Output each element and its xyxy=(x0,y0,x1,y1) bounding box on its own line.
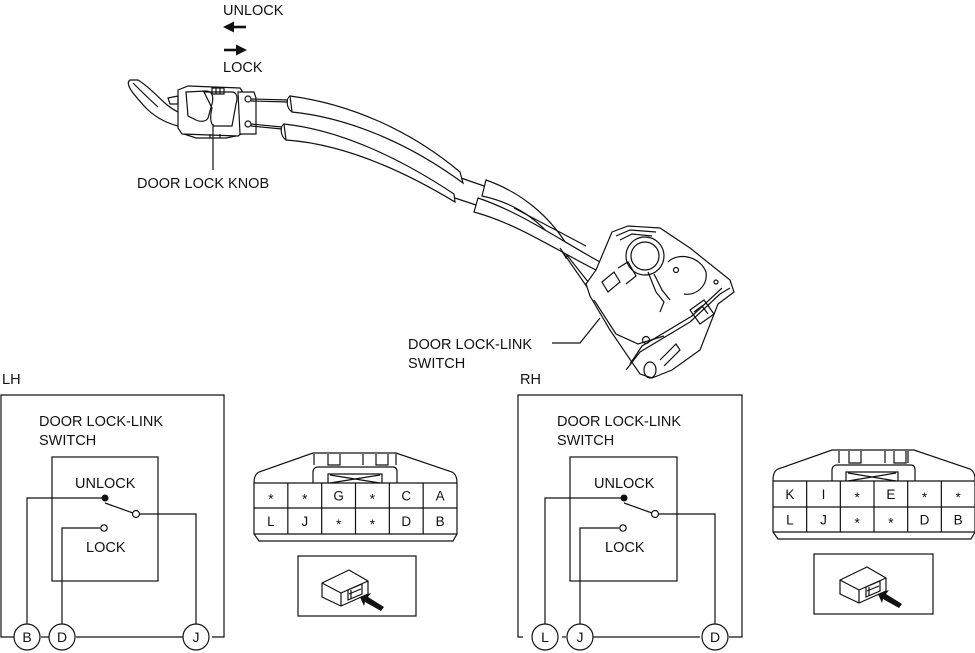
door-lock-link-switch-callout-line2: SWITCH xyxy=(408,356,465,372)
door-lock-cables xyxy=(280,95,605,303)
rh-connector-pin-unused: * xyxy=(922,490,928,505)
lh-lock-contact xyxy=(100,524,108,532)
rh-terminal-j: J xyxy=(566,623,594,651)
rh-connector-pin-unused: * xyxy=(888,516,894,531)
lh-switch-title-line2: SWITCH xyxy=(39,433,96,449)
lh-unlock-position-label: UNLOCK xyxy=(75,476,136,492)
lh-connector-pin-g: G xyxy=(333,489,344,504)
rh-common-contact xyxy=(650,509,660,519)
lh-switch-title-line1: DOOR LOCK-LINK xyxy=(39,414,163,430)
lh-connector-pin-unused: * xyxy=(370,492,376,507)
lh-connector-pin-unused: * xyxy=(268,492,274,507)
arrow-left-icon xyxy=(223,21,246,33)
rh-schematic: RH DOOR LOCK-LINK SWITCH UNLOCK LOCK L J… xyxy=(517,372,743,651)
rh-connector-face: K I * E * * L J * * D B xyxy=(772,449,975,540)
lock-direction-label: LOCK xyxy=(223,60,263,76)
rh-connector-pin-d: D xyxy=(920,513,930,528)
lh-terminal-b: B xyxy=(13,623,41,651)
lh-lock-position-label: LOCK xyxy=(86,540,126,556)
rh-unlock-position-label: UNLOCK xyxy=(594,476,655,492)
arrow-right-icon xyxy=(224,44,247,56)
lh-unlock-contact xyxy=(101,494,109,502)
rh-switch-inner-box xyxy=(569,456,678,582)
unlock-direction-label: UNLOCK xyxy=(223,3,284,19)
lh-switch-inner-box xyxy=(51,456,159,582)
lh-switch-outline xyxy=(0,394,225,638)
door-lock-illustration: UNLOCK LOCK xyxy=(127,3,735,379)
lh-connector-pin-unused: * xyxy=(302,492,308,507)
rh-connector-pin-k: K xyxy=(785,487,794,502)
rh-connector-view-box xyxy=(813,553,934,615)
rh-connector-pin-i: I xyxy=(822,487,826,502)
door-lock-actuator xyxy=(552,225,735,379)
svg-text:J: J xyxy=(577,629,584,645)
svg-text:L: L xyxy=(541,629,549,645)
svg-text:D: D xyxy=(57,629,67,645)
rh-lock-position-label: LOCK xyxy=(605,540,645,556)
lh-connector-pin-a: A xyxy=(436,489,445,504)
door-handle-assembly xyxy=(127,79,289,170)
lh-connector-view-box xyxy=(297,555,417,617)
rh-connector-pin-b: B xyxy=(954,513,963,528)
lh-connector-pin-b: B xyxy=(436,514,445,529)
rh-connector-pin-e: E xyxy=(886,487,895,502)
lh-terminal-d: D xyxy=(48,623,76,651)
lh-connector-pin-c: C xyxy=(401,489,411,504)
rh-switch-blade xyxy=(623,502,653,514)
rh-connector-pin-unused: * xyxy=(956,490,962,505)
lh-side-label: LH xyxy=(2,372,21,388)
rh-connector-pin-unused: * xyxy=(855,490,861,505)
rh-lock-contact xyxy=(619,524,627,532)
connector-front-view-arrow-icon xyxy=(839,566,902,608)
rh-terminal-d: D xyxy=(701,623,729,651)
svg-text:J: J xyxy=(193,629,200,645)
lh-common-contact xyxy=(131,509,141,519)
rh-switch-outline xyxy=(517,394,743,638)
rh-terminal-l: L xyxy=(531,623,559,651)
door-lock-link-switch-callout-line1: DOOR LOCK-LINK xyxy=(408,337,532,353)
door-lock-knob-callout: DOOR LOCK KNOB xyxy=(137,176,269,192)
lh-connector-pin-unused: * xyxy=(370,517,376,532)
rh-connector-pin-l: L xyxy=(786,513,794,528)
lh-connector-pin-d: D xyxy=(401,514,411,529)
lh-switch-blade xyxy=(104,502,134,514)
lh-connector-pin-unused: * xyxy=(336,517,342,532)
rh-switch-title-line2: SWITCH xyxy=(557,433,614,449)
connector-front-view-arrow-icon xyxy=(321,569,384,611)
lh-connector-pin-l: L xyxy=(267,514,275,529)
lh-terminal-j: J xyxy=(182,623,210,651)
rh-connector-pin-unused: * xyxy=(855,516,861,531)
lh-connector-pin-j: J xyxy=(301,514,308,529)
lh-connector-face: * * G * C A L J * * D B xyxy=(253,452,458,542)
rh-switch-title-line1: DOOR LOCK-LINK xyxy=(557,414,681,430)
rh-connector-pin-j: J xyxy=(820,513,827,528)
svg-text:B: B xyxy=(22,629,31,645)
lh-schematic: LH DOOR LOCK-LINK SWITCH UNLOCK LOCK B D xyxy=(0,372,225,651)
svg-text:D: D xyxy=(710,629,720,645)
rh-side-label: RH xyxy=(520,372,541,388)
rh-unlock-contact xyxy=(620,494,628,502)
